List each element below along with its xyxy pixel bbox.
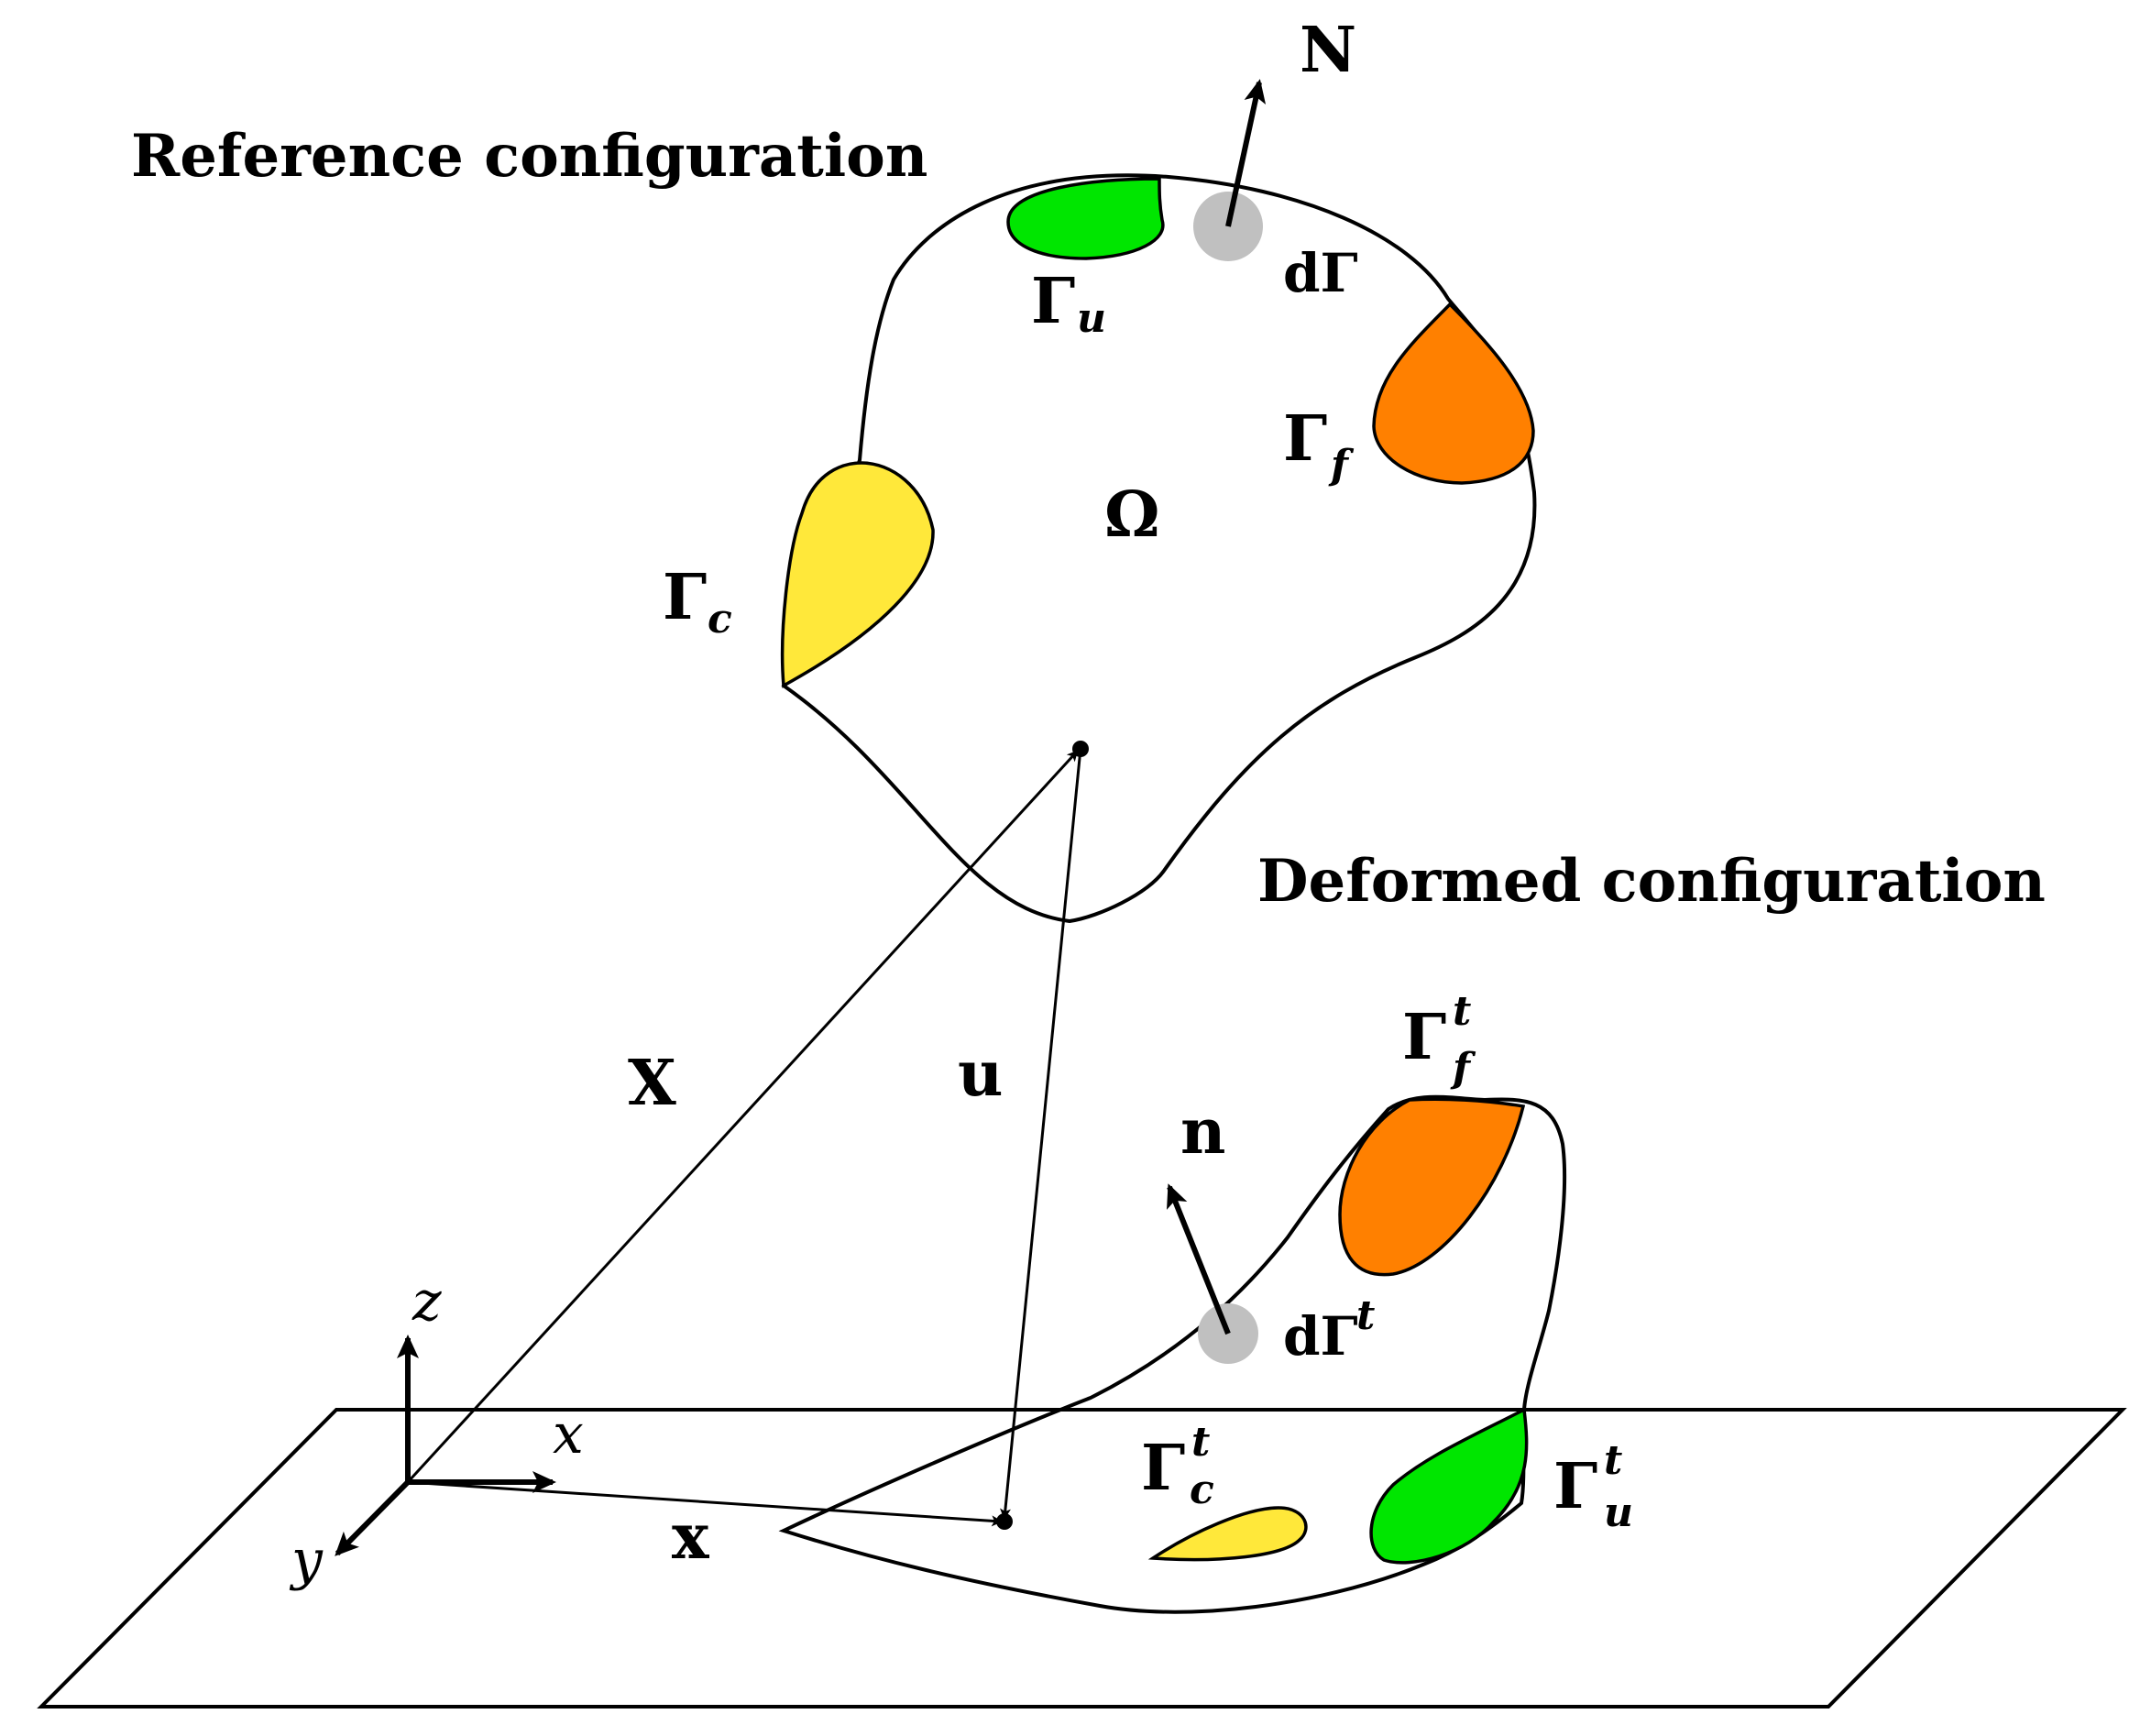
ground-plane bbox=[37, 1408, 2127, 1709]
vector-x-label: x bbox=[672, 1500, 709, 1574]
position-vector-x bbox=[407, 1480, 1003, 1527]
reference-body-outline bbox=[781, 173, 1537, 924]
dGamma-t-label: dΓ t bbox=[1283, 1292, 1375, 1368]
normal-n-arrow bbox=[1167, 1183, 1231, 1335]
svg-text:dΓ: dΓ bbox=[1283, 1305, 1358, 1368]
gamma-u-label: Γ u bbox=[1031, 265, 1106, 342]
svg-text:Γ: Γ bbox=[1402, 1001, 1446, 1074]
deformed-configuration-heading: Deformed configuration bbox=[1257, 847, 2046, 916]
reference-configuration-heading: Reference configuration bbox=[131, 122, 927, 191]
svg-text:u: u bbox=[1077, 295, 1106, 342]
y-axis-arrow bbox=[335, 1479, 411, 1556]
svg-text:Γ: Γ bbox=[1031, 265, 1075, 338]
normal-N-label: N bbox=[1300, 14, 1356, 87]
svg-text:f: f bbox=[1328, 442, 1355, 489]
svg-text:t: t bbox=[1604, 1437, 1622, 1484]
svg-text:f: f bbox=[1450, 1045, 1476, 1092]
gamma-u-t-label: Γ t u bbox=[1553, 1437, 1633, 1536]
vector-X-label: X bbox=[628, 1047, 676, 1120]
reference-displacement-patch bbox=[1006, 177, 1165, 260]
reference-traction-patch bbox=[1372, 302, 1535, 485]
position-vector-X bbox=[406, 750, 1079, 1484]
svg-text:Γ: Γ bbox=[1141, 1432, 1185, 1505]
svg-text:t: t bbox=[1453, 988, 1471, 1035]
svg-text:t: t bbox=[1191, 1419, 1210, 1466]
svg-text:Γ: Γ bbox=[1553, 1450, 1597, 1523]
deformed-traction-patch bbox=[1338, 1097, 1526, 1277]
axis-x-label: x bbox=[553, 1402, 584, 1467]
normal-n-label: n bbox=[1180, 1095, 1225, 1169]
gamma-f-t-label: Γ t f bbox=[1402, 988, 1476, 1092]
axis-z-label: z bbox=[412, 1269, 442, 1334]
gamma-c-t-label: Γ t c bbox=[1141, 1419, 1214, 1513]
deformed-contact-patch bbox=[1147, 1506, 1308, 1562]
svg-text:Γ: Γ bbox=[663, 561, 707, 634]
deformed-displacement-patch bbox=[1369, 1407, 1529, 1565]
svg-text:t: t bbox=[1356, 1292, 1375, 1339]
axis-y-label: y bbox=[289, 1528, 324, 1592]
gamma-f-label: Γ f bbox=[1283, 402, 1355, 489]
svg-text:Γ: Γ bbox=[1283, 402, 1327, 476]
omega-label: Ω bbox=[1104, 478, 1160, 552]
deformed-body-outline bbox=[778, 1094, 1567, 1614]
svg-text:c: c bbox=[708, 596, 732, 643]
vector-u-label: u bbox=[958, 1038, 1003, 1111]
displacement-vector-u bbox=[1000, 748, 1082, 1520]
reference-contact-patch bbox=[780, 461, 935, 688]
gamma-c-label: Γ c bbox=[663, 561, 732, 643]
deformed-material-point bbox=[996, 1513, 1013, 1530]
svg-text:u: u bbox=[1604, 1489, 1633, 1536]
normal-N-arrow bbox=[1225, 79, 1267, 227]
svg-text:c: c bbox=[1190, 1467, 1214, 1513]
dGamma-label: dΓ bbox=[1283, 242, 1358, 304]
